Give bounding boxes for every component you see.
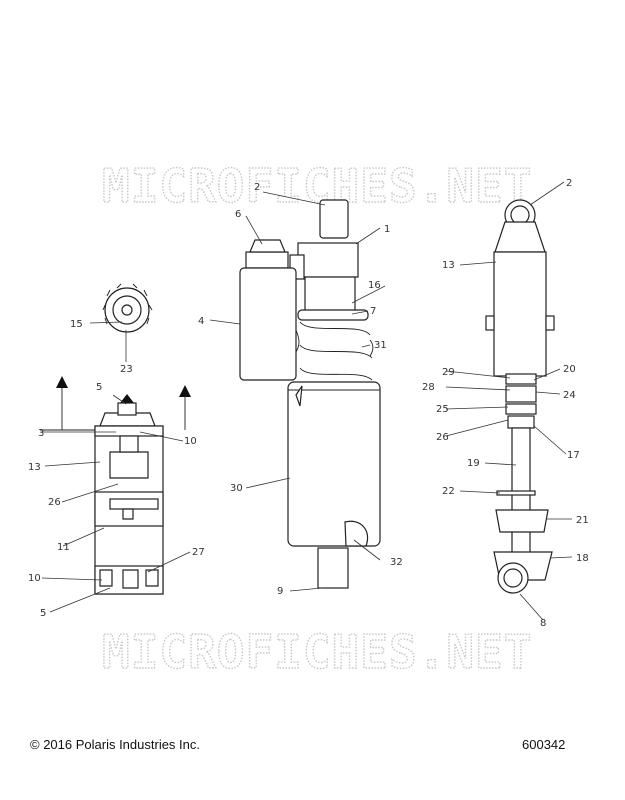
callout-28: 28 [422, 382, 435, 393]
callout-13-section: 13 [28, 462, 41, 473]
callout-32: 32 [390, 557, 403, 568]
callout-20: 20 [563, 364, 576, 375]
figure-number: 600342 [522, 737, 566, 752]
callout-2-section: 3 [38, 428, 44, 439]
callout-2-right: 2 [566, 178, 572, 189]
watermark-top: MICROFICHES.NET [102, 159, 532, 213]
callout-12-section: 10 [28, 573, 41, 584]
callout-4: 4 [198, 316, 204, 327]
callout-26-section: 26 [48, 497, 61, 508]
callout-18: 18 [576, 553, 589, 564]
callout-14-dial: 23 [120, 364, 133, 375]
callout-2-top: 2 [254, 182, 260, 193]
callout-24: 24 [563, 390, 576, 401]
callout-21: 21 [576, 515, 589, 526]
callout-17: 17 [567, 450, 580, 461]
callout-29: 29 [442, 367, 455, 378]
callout-22: 22 [442, 486, 455, 497]
callout-19: 19 [467, 458, 480, 469]
callout-31: 31 [374, 340, 387, 351]
callout-30: 30 [230, 483, 243, 494]
callout-13: 13 [442, 260, 455, 271]
callout-15: 15 [70, 319, 83, 330]
callout-1: 1 [384, 224, 390, 235]
callout-3-section: 5 [40, 608, 46, 619]
callout-8: 8 [540, 618, 546, 629]
callout-26-right: 26 [436, 432, 449, 443]
callout-25: 25 [436, 404, 449, 415]
watermark-bottom: MICROFICHES.NET [102, 625, 532, 679]
shock-assembly [239, 199, 381, 589]
copyright-text: © 2016 Polaris Industries Inc. [30, 737, 200, 752]
callout-6-section: 5 [96, 382, 102, 393]
callout-27: 27 [192, 547, 205, 558]
leader-lines [41, 181, 573, 621]
callout-10: 10 [184, 436, 197, 447]
callout-6-knob: 6 [235, 209, 241, 220]
shaft-exploded [485, 199, 555, 594]
callout-16: 16 [368, 280, 381, 291]
callout-labels: 1 2 2 6 4 16 7 31 30 9 32 13 29 20 28 24… [28, 178, 589, 629]
callout-11: 11 [57, 542, 70, 553]
callout-9: 9 [277, 586, 283, 597]
callout-7: 7 [370, 306, 376, 317]
